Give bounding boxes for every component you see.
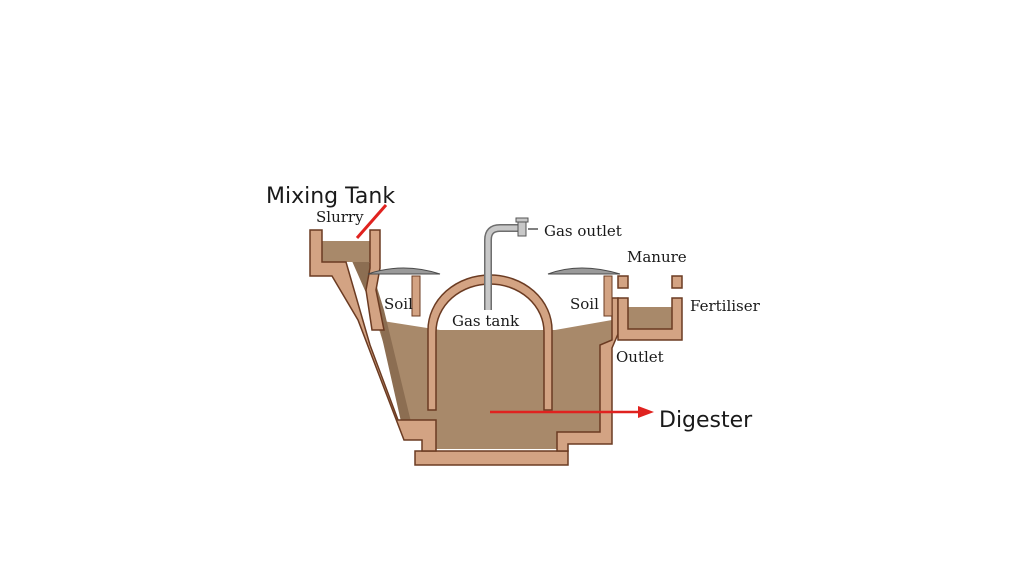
soil-right-label: Soil: [570, 295, 599, 313]
gas-outlet-label: Gas outlet: [544, 222, 622, 240]
manure-label: Manure: [627, 248, 687, 266]
soil-right-post: [603, 275, 613, 317]
valve-icon: [517, 221, 527, 237]
mixing-tank-pointer-line: [355, 204, 388, 239]
outlet-tank-wall: [617, 297, 683, 341]
gas-outlet-pipe: [484, 224, 520, 310]
outlet-upper-block: [617, 275, 629, 289]
outlet-label: Outlet: [616, 348, 664, 366]
mixing-tank-slurry: [322, 241, 370, 262]
mixing-tank-right-wall: [365, 229, 385, 331]
slurry-label: Slurry: [316, 208, 364, 226]
inlet-slurry: [348, 252, 412, 426]
gas-tank-dome: [427, 274, 553, 411]
soil-left-post: [411, 275, 421, 317]
inlet-wall: [309, 229, 437, 452]
digester-label: Digester: [659, 408, 753, 433]
outlet-tank-fertiliser: [628, 307, 672, 329]
left-lid: [367, 267, 441, 275]
outlet-cap-block: [671, 275, 683, 289]
right-lid: [547, 267, 621, 275]
fertiliser-label: Fertiliser: [690, 297, 761, 315]
soil-left-label: Soil: [384, 295, 413, 313]
gas-tank-label: Gas tank: [452, 312, 520, 330]
digester-arrow-head: [638, 406, 654, 418]
mixing-tank-label: Mixing Tank: [266, 184, 395, 209]
foundation-slab: [414, 450, 569, 466]
